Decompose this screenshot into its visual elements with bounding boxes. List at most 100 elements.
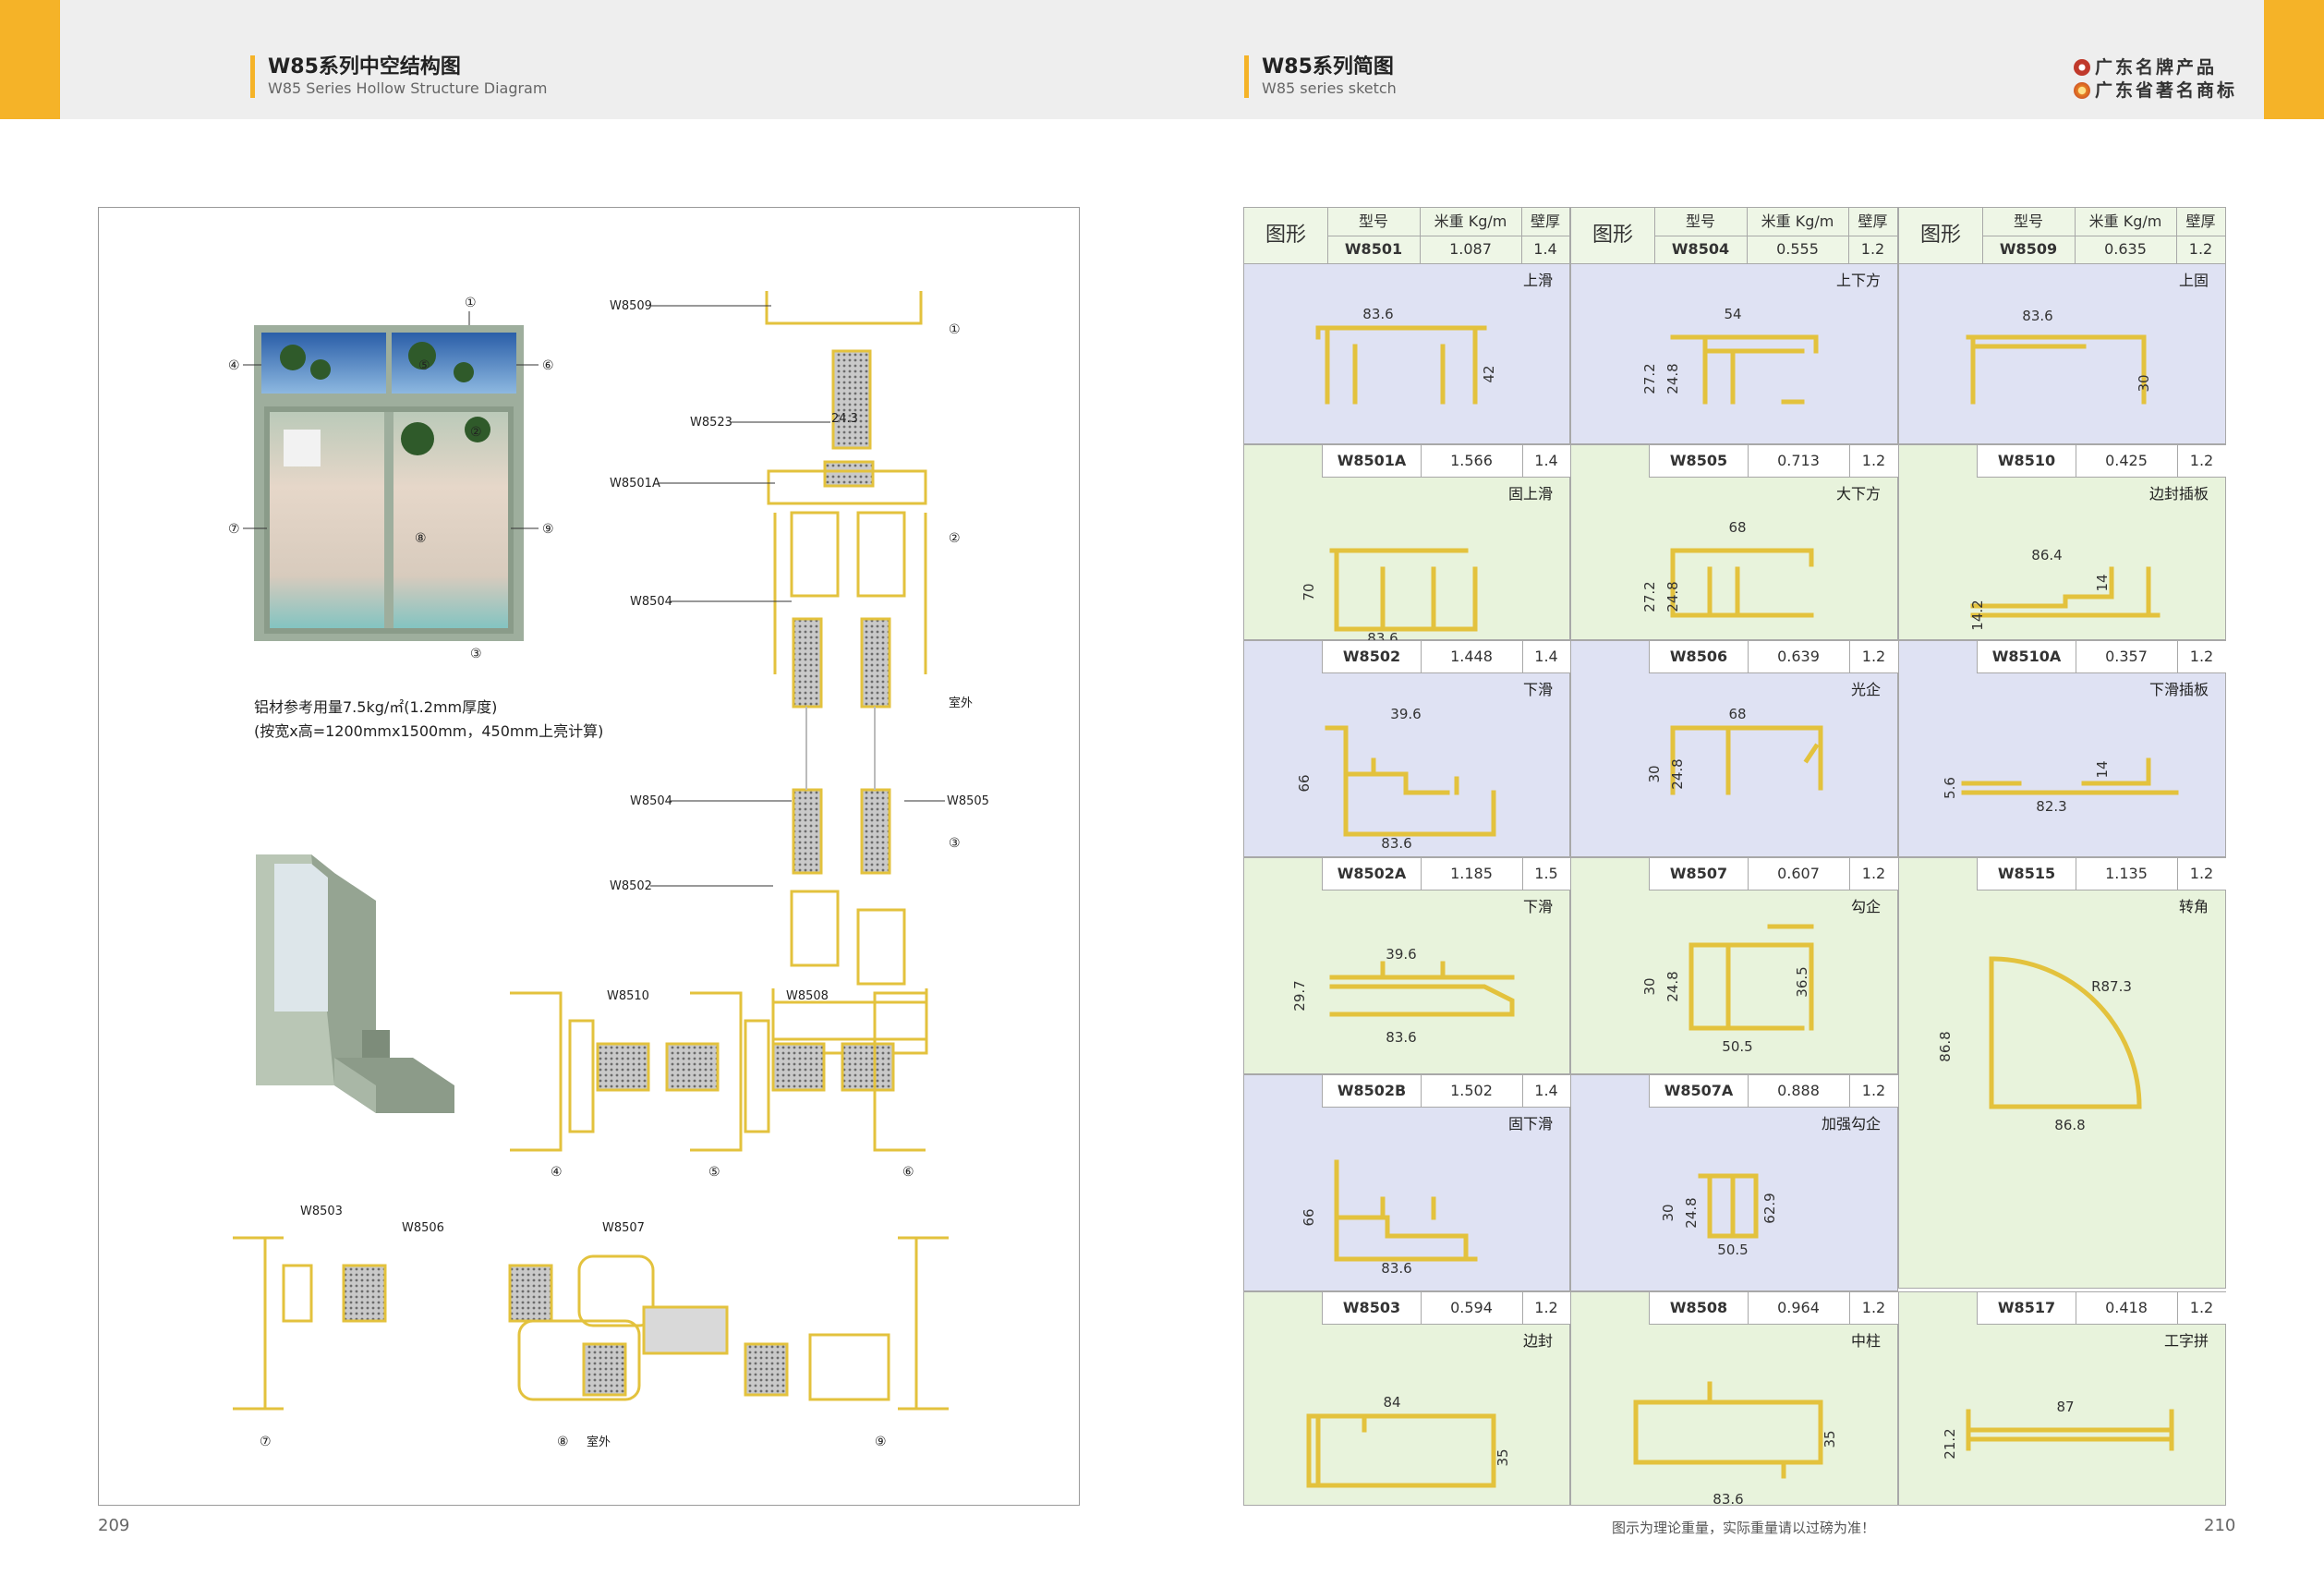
- profile-wall: 1.2: [2189, 1299, 2214, 1316]
- profile-shape: [1670, 725, 1823, 795]
- profile-dimension: 36.5: [1794, 966, 1810, 997]
- profile-name: 工字拼: [2164, 1332, 2209, 1350]
- profile-shape: [1329, 548, 1478, 632]
- profile-dimension: 86.8: [1937, 1031, 1954, 1061]
- weight-footnote: 图示为理论重量，实际重量请以过磅为准！: [1612, 1520, 1876, 1536]
- header-model: 型号: [1982, 208, 2076, 236]
- header-shape-label: 图形: [1899, 208, 1983, 263]
- profile-dimension: 66: [1301, 1208, 1317, 1226]
- right-page-number: 210: [2204, 1516, 2236, 1535]
- corner-3d-render: [256, 854, 454, 1113]
- profile-wall: 1.2: [2189, 452, 2214, 469]
- profile-wall: 1.4: [1534, 1082, 1558, 1099]
- profile-model: W8508: [1650, 1292, 1749, 1324]
- marker-1: ①: [465, 296, 477, 310]
- profile-dimension: 30: [2136, 374, 2152, 392]
- profile-dimension: 70: [1301, 583, 1317, 600]
- profile-spec-row: W8508 0.964 1.2: [1649, 1292, 1898, 1325]
- label-w8501a: W8501A: [610, 477, 660, 491]
- profile-weight: 0.888: [1748, 1075, 1850, 1107]
- profile-wall: 1.2: [1861, 865, 1886, 882]
- middle-section-labels: W8510 W8508 ④ ⑤ ⑥: [551, 989, 914, 1180]
- right-accent-tab: [2264, 0, 2324, 119]
- window-markers: ① ② ③ ④ ⑤ ⑥ ⑦ ⑧ ⑨: [228, 296, 554, 661]
- profile-spec-row: W8506 0.639 1.2: [1649, 641, 1898, 673]
- profile-weight: 0.555: [1747, 236, 1849, 263]
- marker-2: ②: [470, 425, 482, 440]
- profile-weight: 1.135: [2076, 858, 2178, 890]
- profile-dimension: 62.9: [1761, 1193, 1778, 1223]
- label-w8505: W8505: [947, 794, 989, 808]
- label-w8506: W8506: [402, 1221, 444, 1235]
- label-w8504-top: W8504: [630, 595, 672, 609]
- header-wall: 壁厚: [1848, 208, 1897, 236]
- profile-weight: 0.607: [1748, 858, 1850, 890]
- marker-9: ⑨: [542, 522, 554, 537]
- left-page-number: 209: [98, 1516, 130, 1535]
- profile-dimension: 83.6: [2022, 308, 2052, 324]
- profile-dimension: 27.2: [1641, 581, 1658, 612]
- vertical-section-labels: W8509 W8523 24.3 W8501A W8504 室外 W8504 W…: [610, 299, 989, 893]
- header-wall: 壁厚: [1521, 208, 1569, 236]
- header-wall: 壁厚: [2176, 208, 2225, 236]
- marker-5: ⑤: [418, 358, 430, 373]
- profile-shape: [1698, 1173, 1759, 1239]
- profile-name: 中柱: [1851, 1332, 1881, 1350]
- profile-shape: [1670, 548, 1814, 618]
- profile-wall: 1.2: [2189, 648, 2214, 665]
- window-photo: [254, 325, 524, 641]
- profile-name: 光企: [1851, 681, 1881, 698]
- middle-horizontal-section: [510, 991, 926, 1152]
- header-shape-label: 图形: [1244, 208, 1328, 263]
- profile-weight: 1.185: [1421, 858, 1523, 890]
- profile-dimension: 68: [1728, 519, 1746, 536]
- profile-dimension: 66: [1296, 774, 1313, 792]
- profile-shape: [1633, 1381, 1823, 1479]
- section-marker-6: ⑥: [902, 1165, 914, 1180]
- profile-model: W8509: [1982, 236, 2076, 263]
- profile-spec-row: W8502A 1.185 1.5: [1322, 858, 1570, 890]
- profile-dimension: 83.6: [1367, 630, 1398, 641]
- table-header: 图形 型号 米重 Kg/m 壁厚 W8504 0.555 1.2: [1571, 208, 1897, 264]
- profile-model: W8506: [1650, 641, 1749, 672]
- profile-shape: [1966, 1409, 2174, 1451]
- section-marker-1: ①: [949, 322, 961, 337]
- profile-weight: 1.566: [1421, 445, 1523, 477]
- bottom-section-labels: W8503 W8506 W8507 ⑦ ⑧ 室外 ⑨: [260, 1205, 887, 1449]
- hollow-structure-panel: ① ② ③ ④ ⑤ ⑥ ⑦ ⑧ ⑨: [98, 207, 1080, 1506]
- section-marker-9: ⑨: [875, 1435, 887, 1449]
- profile-dimension: R87.3: [2091, 978, 2132, 995]
- profile-dimension: 27.2: [1641, 363, 1658, 394]
- section-marker-7: ⑦: [260, 1435, 272, 1449]
- profile-model: W8507: [1650, 858, 1749, 890]
- page-header: [0, 0, 2324, 119]
- profile-name: 加强勾企: [1822, 1115, 1881, 1133]
- profile-weight: 0.635: [2075, 236, 2177, 263]
- left-title-zh: W85系列中空结构图: [268, 55, 461, 79]
- profile-name: 上滑: [1523, 272, 1553, 289]
- profile-shape: [1989, 956, 2142, 1109]
- profile-weight: 0.425: [2076, 445, 2178, 477]
- profile-model: W8515: [1978, 858, 2076, 890]
- section-marker-3: ③: [949, 836, 961, 851]
- profile-model: W8501A: [1323, 445, 1422, 477]
- profile-dimension: 83.6: [1362, 306, 1393, 322]
- header-model: 型号: [1654, 208, 1748, 236]
- profile-spec-row: W8515 1.135 1.2: [1977, 858, 2226, 890]
- label-w8508: W8508: [786, 989, 829, 1003]
- profile-dimension: 24.8: [1664, 971, 1681, 1001]
- profile-name: 下滑插板: [2149, 681, 2209, 698]
- profile-shape: [1306, 1413, 1496, 1488]
- left-accent-tab: [0, 0, 60, 119]
